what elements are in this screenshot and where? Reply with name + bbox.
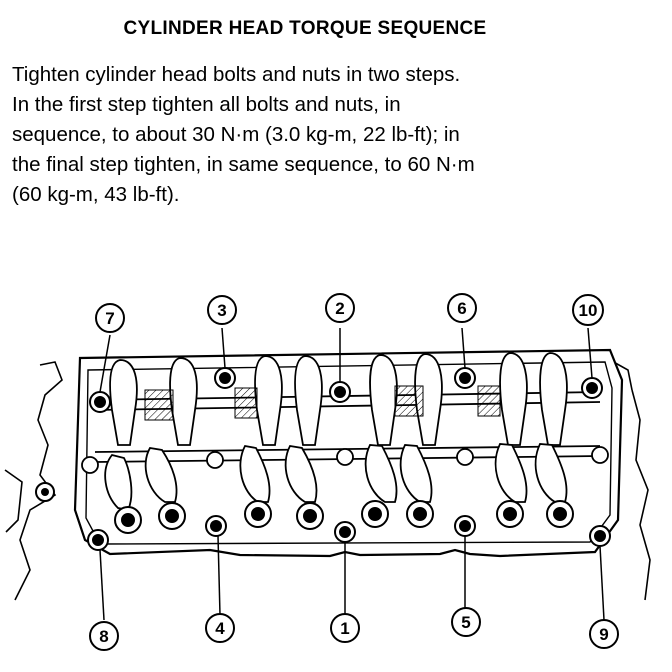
cylinder-head-diagram: 1 2 3 4 5 6 7 8 9 10 [4,293,651,651]
svg-text:3: 3 [217,301,226,320]
callout-9: 9 [589,619,619,649]
bolt [581,377,603,399]
bolt [589,525,611,547]
svg-text:9: 9 [599,625,608,644]
side-boss [35,482,55,502]
svg-text:8: 8 [99,627,108,646]
svg-text:2: 2 [335,299,344,318]
instruction-line: the final step tighten, in same sequence… [12,153,475,176]
leader-lines [99,327,605,621]
callout-6: 6 [447,293,477,323]
bolt [454,367,476,389]
rocker-arms-upper [109,352,568,446]
instruction-line: Tighten cylinder head bolts and nuts in … [12,63,461,86]
svg-text:5: 5 [461,613,470,632]
bolt [89,391,111,413]
bolt [334,521,356,543]
instruction-line: (60 kg-m, 43 lb-ft). [12,183,180,206]
svg-text:4: 4 [215,619,225,638]
shaft-nuts [81,446,609,474]
callout-3: 3 [207,295,237,325]
valve-springs [144,385,501,421]
bolt [329,381,351,403]
bolt [214,367,236,389]
instruction-line: In the first step tighten all bolts and … [12,93,401,116]
bolt [87,529,109,551]
svg-text:7: 7 [105,309,114,328]
callout-8: 8 [89,621,119,651]
svg-text:1: 1 [340,619,349,638]
instructions-paragraph: Tighten cylinder head bolts and nuts in … [12,60,612,210]
callout-5: 5 [451,607,481,637]
svg-text:10: 10 [579,301,598,320]
bolt [454,515,476,537]
callout-7: 7 [95,303,125,333]
callout-2: 2 [325,293,355,323]
instruction-line: sequence, to about 30 N·m (3.0 kg-m, 22 … [12,123,460,146]
rocker-arms-lower [104,443,568,512]
page-title: CYLINDER HEAD TORQUE SEQUENCE [123,18,487,39]
svg-text:6: 6 [457,299,466,318]
callout-10: 10 [572,294,604,326]
bolt [205,515,227,537]
head-bolts [87,367,611,551]
valve-adjusters [114,500,574,534]
callout-1: 1 [330,613,360,643]
callout-4: 4 [205,613,235,643]
